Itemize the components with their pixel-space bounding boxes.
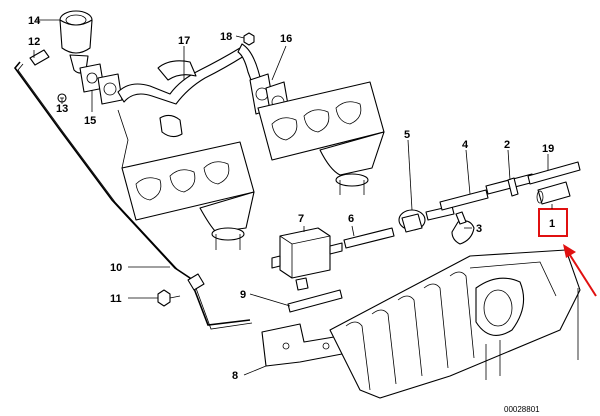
exhaust-manifold-left (117, 109, 255, 250)
part-5-check-valve (398, 205, 455, 233)
callout-labels: 14 12 13 15 17 18 16 5 4 2 19 7 6 3 10 1… (28, 15, 554, 382)
callout-1: 1 (549, 218, 555, 230)
callout-8: 8 (232, 370, 238, 382)
part-6-hose (343, 227, 395, 249)
arrow-shaft (567, 251, 597, 297)
part-9-hose (287, 289, 343, 313)
callout-15: 15 (84, 115, 96, 127)
part-3-clamp (451, 211, 475, 245)
exhaust-manifold-right (257, 81, 385, 195)
callout-11: 11 (110, 293, 122, 305)
callout-4: 4 (462, 139, 469, 151)
callout-6: 6 (348, 213, 354, 225)
leader-lines (33, 19, 549, 376)
part-1-hose (536, 181, 571, 205)
callout-14: 14 (28, 15, 41, 27)
callout-7: 7 (298, 213, 304, 225)
part-15-gasket (79, 63, 123, 105)
callout-18: 18 (220, 31, 232, 43)
callout-3: 3 (476, 223, 482, 235)
callout-9: 9 (240, 289, 246, 301)
part-7-solenoid-valve (271, 227, 343, 291)
arrow-head-icon (563, 244, 576, 258)
callout-13: 13 (56, 103, 68, 115)
part-17-air-pipe (117, 43, 263, 138)
highlight-box (538, 208, 568, 237)
callout-17: 17 (178, 35, 190, 47)
callout-5: 5 (404, 129, 410, 141)
callout-19: 19 (542, 143, 554, 155)
part-18-nut (243, 32, 255, 46)
part-4-hose (439, 189, 489, 211)
highlight-part-1: 1 (538, 204, 597, 297)
drawing-code: 00028801 (504, 405, 540, 414)
part-12-hose (29, 49, 50, 66)
part-10-pipe (13, 61, 253, 330)
callout-12: 12 (28, 36, 40, 48)
part-11-bolt (157, 289, 181, 307)
part-19-hose (527, 161, 581, 185)
callout-10: 10 (110, 262, 122, 274)
intake-manifold (329, 249, 581, 399)
callout-2: 2 (504, 139, 510, 151)
callout-16: 16 (280, 33, 292, 45)
part-14-valve (59, 10, 93, 74)
